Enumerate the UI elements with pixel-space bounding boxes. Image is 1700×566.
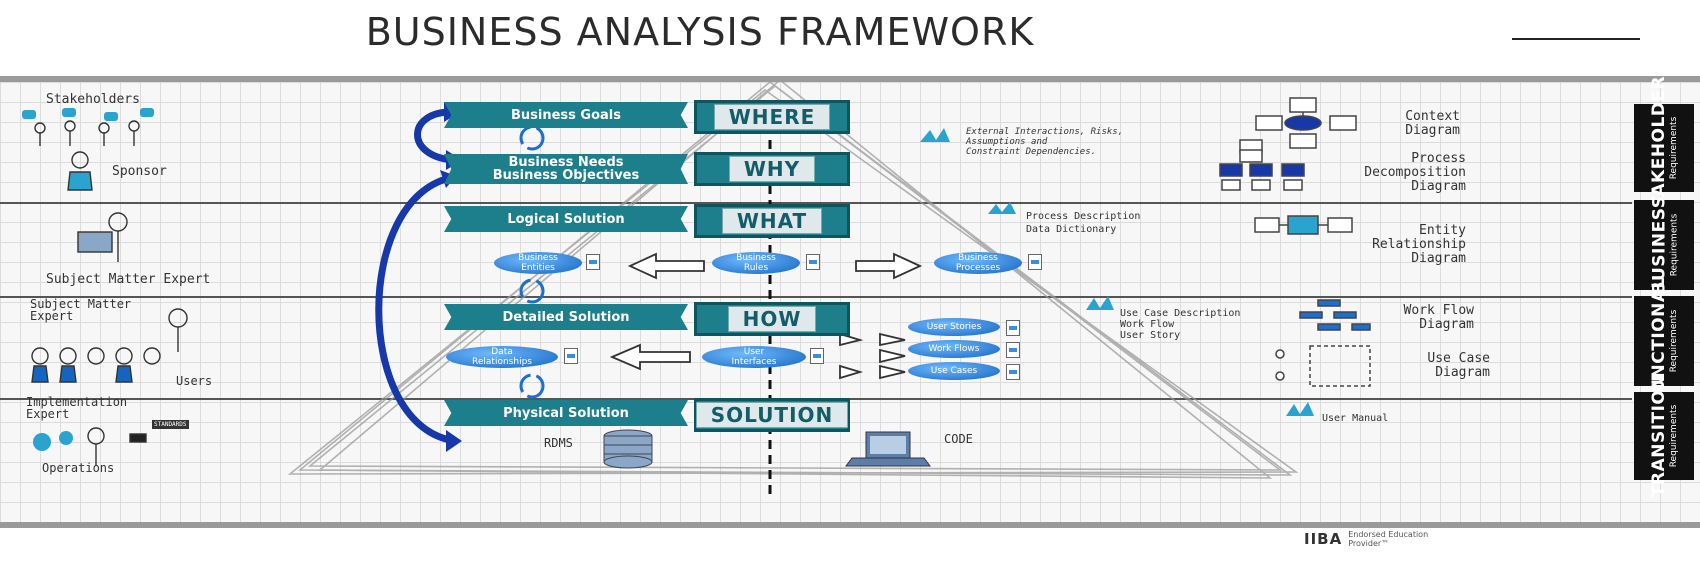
sponsor-label: Sponsor [112,164,167,179]
row-divider [0,202,1632,204]
gear-icon [33,431,73,451]
diagram-decomposition: Process Decomposition Diagram [1364,151,1466,194]
note-icon [1286,402,1314,416]
title-rule [1512,38,1640,40]
tag-business-goals: Business Goals [444,102,688,128]
note-icon [920,128,950,142]
node-business-processes: Business Processes [934,252,1022,274]
diagram-context: Context Diagram [1405,109,1460,138]
arrow-right-icon [855,252,923,280]
node-data-relationships: Data Relationships [446,346,558,368]
tag-logical-solution: Logical Solution [444,206,688,232]
diagram-entity: Entity Relationship Diagram [1372,223,1466,266]
pill-user-stories: User Stories [908,318,1000,336]
operations-label: Operations [42,461,115,475]
document-icon [564,348,578,364]
note-functional: Use Case Description Work Flow User Stor… [1120,308,1241,341]
sme-label: Subject Matter Expert [46,272,211,287]
database-icon [603,429,653,469]
document-icon [806,254,820,270]
document-icon [1006,364,1020,380]
document-icon [1028,254,1042,270]
stage-where: WHERE [694,100,850,134]
users-label: Users [176,374,213,388]
framework-board [0,76,1700,528]
code-label: CODE [944,432,973,446]
document-icon [810,348,824,364]
rdms-label: RDMS [544,436,573,450]
stage-why: WHY [694,152,850,186]
stage-solution: SOLUTION [694,398,850,432]
arrow-left-icon [627,252,705,280]
node-business-entities: Business Entities [494,252,582,274]
tag-physical-solution: Physical Solution [444,400,688,426]
arrow-left-icon [609,343,691,371]
node-user-interfaces: User Interfaces [702,346,806,368]
row-divider [0,296,1632,298]
stage-how: HOW [694,302,850,336]
diagram-workflow: Work Flow Diagram [1403,303,1474,332]
note-transition: User Manual [1322,413,1389,424]
page-title: BUSINESS ANALYSIS FRAMEWORK [365,10,1035,54]
pill-work-flows: Work Flows [908,340,1000,358]
implementation-label: Implementation Expert [26,395,128,421]
tag-detailed-solution: Detailed Solution [444,304,688,330]
diagram-usecase: Use Case Diagram [1427,351,1490,380]
note-icon [1086,296,1114,310]
note-stakeholder: External Interactions, Risks, Assumption… [966,127,1124,157]
stage-what: WHAT [694,204,850,238]
document-icon [586,254,600,270]
note-business: Process Description Data Dictionary [1026,211,1141,235]
laptop-icon [845,431,931,467]
stakeholders-label: Stakeholders [46,92,140,107]
document-icon [1006,342,1020,358]
standards-sign: STANDARDS [152,420,189,429]
tag-business-needs: Business Needs Business Objectives [444,154,688,184]
document-icon [1006,320,1020,336]
sme-label-2: Subject Matter Expert [30,297,132,323]
node-business-rules: Business Rules [712,252,800,274]
note-icon [988,202,1016,214]
pill-use-cases: Use Cases [908,362,1000,380]
iiba-logo: IIBA Endorsed Education Provider™ [1304,530,1429,548]
